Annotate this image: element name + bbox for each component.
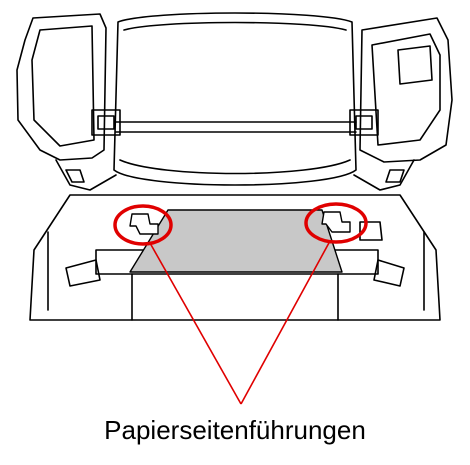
- callout-line-right: [240, 240, 331, 405]
- base-frame: [29, 194, 441, 321]
- left-hinge-detail: [97, 115, 115, 130]
- callout-lines: [149, 240, 331, 405]
- right-hinge-detail: [355, 115, 373, 130]
- left-housing-inner: [31, 25, 95, 147]
- right-housing-inner: [371, 33, 441, 146]
- paper-guides: [129, 211, 351, 235]
- right-guide-highlight: [304, 202, 368, 244]
- callout-line-left: [149, 242, 242, 405]
- platen-shaft: [131, 273, 339, 321]
- printhead-cover: [113, 12, 357, 186]
- printhead-cover-top: [123, 21, 347, 31]
- left-housing: [16, 13, 107, 161]
- printhead-cover-bottom: [119, 159, 351, 175]
- paper: [129, 209, 343, 273]
- callout-label: Papierseitenführungen: [104, 415, 366, 445]
- right-housing: [359, 17, 453, 163]
- left-support-cutout: [65, 169, 85, 183]
- printer-body: [16, 12, 453, 321]
- right-support-cutout: [385, 169, 405, 183]
- right-support: [353, 159, 415, 191]
- left-hinge: [91, 109, 121, 136]
- right-housing-window: [397, 45, 433, 85]
- right-paper-guide: [321, 211, 351, 233]
- left-paper-guide: [129, 213, 159, 235]
- right-hinge: [349, 109, 379, 136]
- left-support: [55, 159, 117, 191]
- guide-highlights: [113, 202, 368, 246]
- left-mount: [65, 259, 101, 287]
- right-mount: [373, 259, 405, 287]
- left-guide-highlight: [113, 204, 173, 246]
